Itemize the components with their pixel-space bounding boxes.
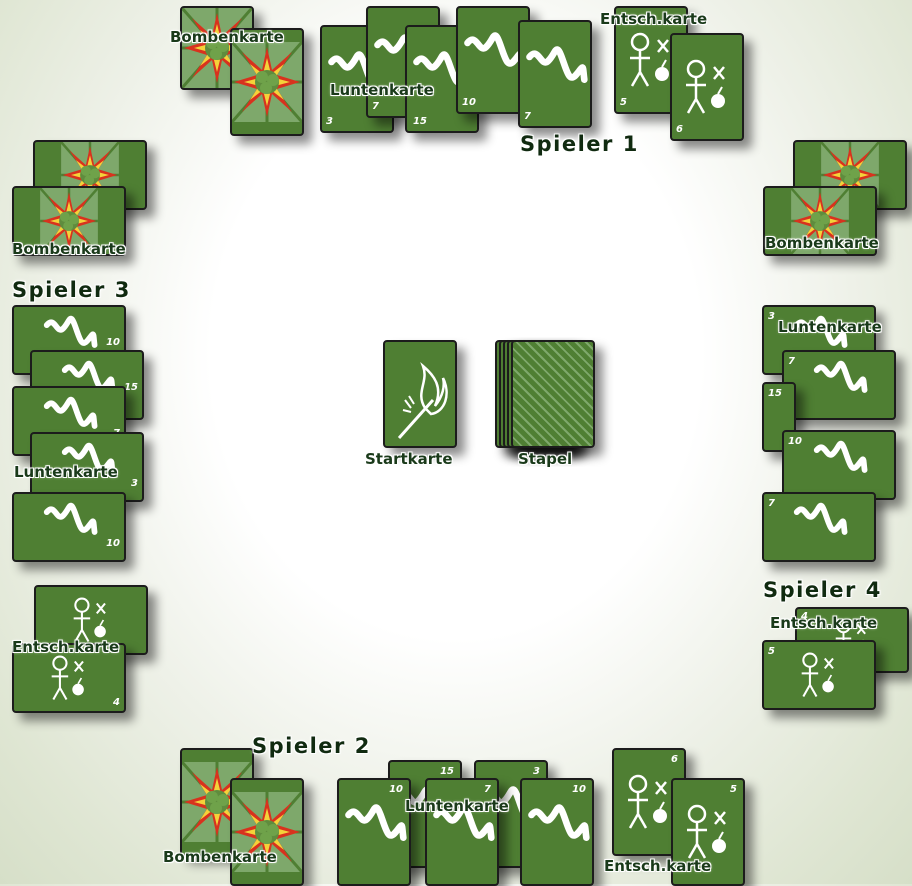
figure-icon [764,642,874,708]
card-number: 7 [768,498,775,509]
card-number: 3 [326,116,333,127]
deck-stack[interactable] [495,340,595,448]
player-2-label: Spieler 2 [252,734,371,758]
deck-label: Stapel [518,450,572,468]
card-number: 7 [788,356,795,367]
match-flame-icon [385,342,455,446]
card-number: 3 [131,478,138,489]
deck-top-card [511,340,595,448]
card-number: 15 [124,382,138,393]
card-number: 6 [676,124,683,135]
player-1-label: Spieler 1 [520,132,639,156]
card-number: 7 [524,111,531,122]
card-number: 10 [106,538,120,549]
card-number: 5 [730,784,737,795]
p3-fuse-label: Luntenkarte [14,463,118,481]
p1-decision-card-2[interactable]: 6 [670,33,744,141]
player-3-label: Spieler 3 [12,278,131,302]
start-card-label: Startkarte [365,450,453,468]
start-card[interactable] [383,340,457,448]
card-number: 15 [413,116,427,127]
p4-decision-label: Entsch.karte [770,614,877,632]
p1-bomb-label: Bombenkarte [170,28,284,46]
card-number: 5 [768,646,775,657]
fuse-icon [14,494,124,560]
card-number: 3 [768,311,775,322]
p2-bomb-card-2[interactable] [230,778,304,886]
p2-fuse-label: Luntenkarte [405,797,509,815]
p2-fuse-card-1[interactable]: 10 [337,778,411,886]
card-number: 7 [484,784,491,795]
p4-fuse-card-5[interactable]: 7 [762,492,876,562]
fuse-icon [339,780,409,884]
player-4-label: Spieler 4 [763,578,882,602]
p4-decision-card-2[interactable]: 5 [762,640,876,710]
p1-fuse-card-5[interactable]: 7 [518,20,592,128]
card-number: 10 [106,337,120,348]
fuse-icon [522,780,592,884]
p4-fuse-card-4[interactable]: 10 [782,430,896,500]
card-number: 10 [572,784,586,795]
p1-fuse-label: Luntenkarte [330,81,434,99]
card-number: 6 [671,754,678,765]
card-number: 15 [768,388,782,399]
p3-decision-label: Entsch.karte [12,638,119,656]
p4-bomb-label: Bombenkarte [765,234,879,252]
fuse-icon [764,494,874,560]
card-number: 10 [788,436,802,447]
p2-bomb-label: Bombenkarte [163,848,277,866]
fuse-icon [784,352,894,418]
card-number: 3 [533,766,540,777]
p1-decision-label: Entsch.karte [600,10,707,28]
p4-fuse-label: Luntenkarte [778,318,882,336]
card-number: 7 [372,101,379,112]
p2-decision-label: Entsch.karte [604,857,711,875]
card-number: 15 [440,766,454,777]
card-number: 4 [113,697,120,708]
fuse-icon [427,780,497,884]
p2-fuse-card-5[interactable]: 10 [520,778,594,886]
card-number: 10 [389,784,403,795]
bomb-icon [232,780,302,884]
p4-fuse-card-2[interactable]: 7 [782,350,896,420]
card-number: 5 [620,97,627,108]
p3-bomb-label: Bombenkarte [12,240,126,258]
p2-fuse-card-3[interactable]: 7 [425,778,499,886]
card-number: 10 [462,97,476,108]
p3-fuse-card-5[interactable]: 10 [12,492,126,562]
